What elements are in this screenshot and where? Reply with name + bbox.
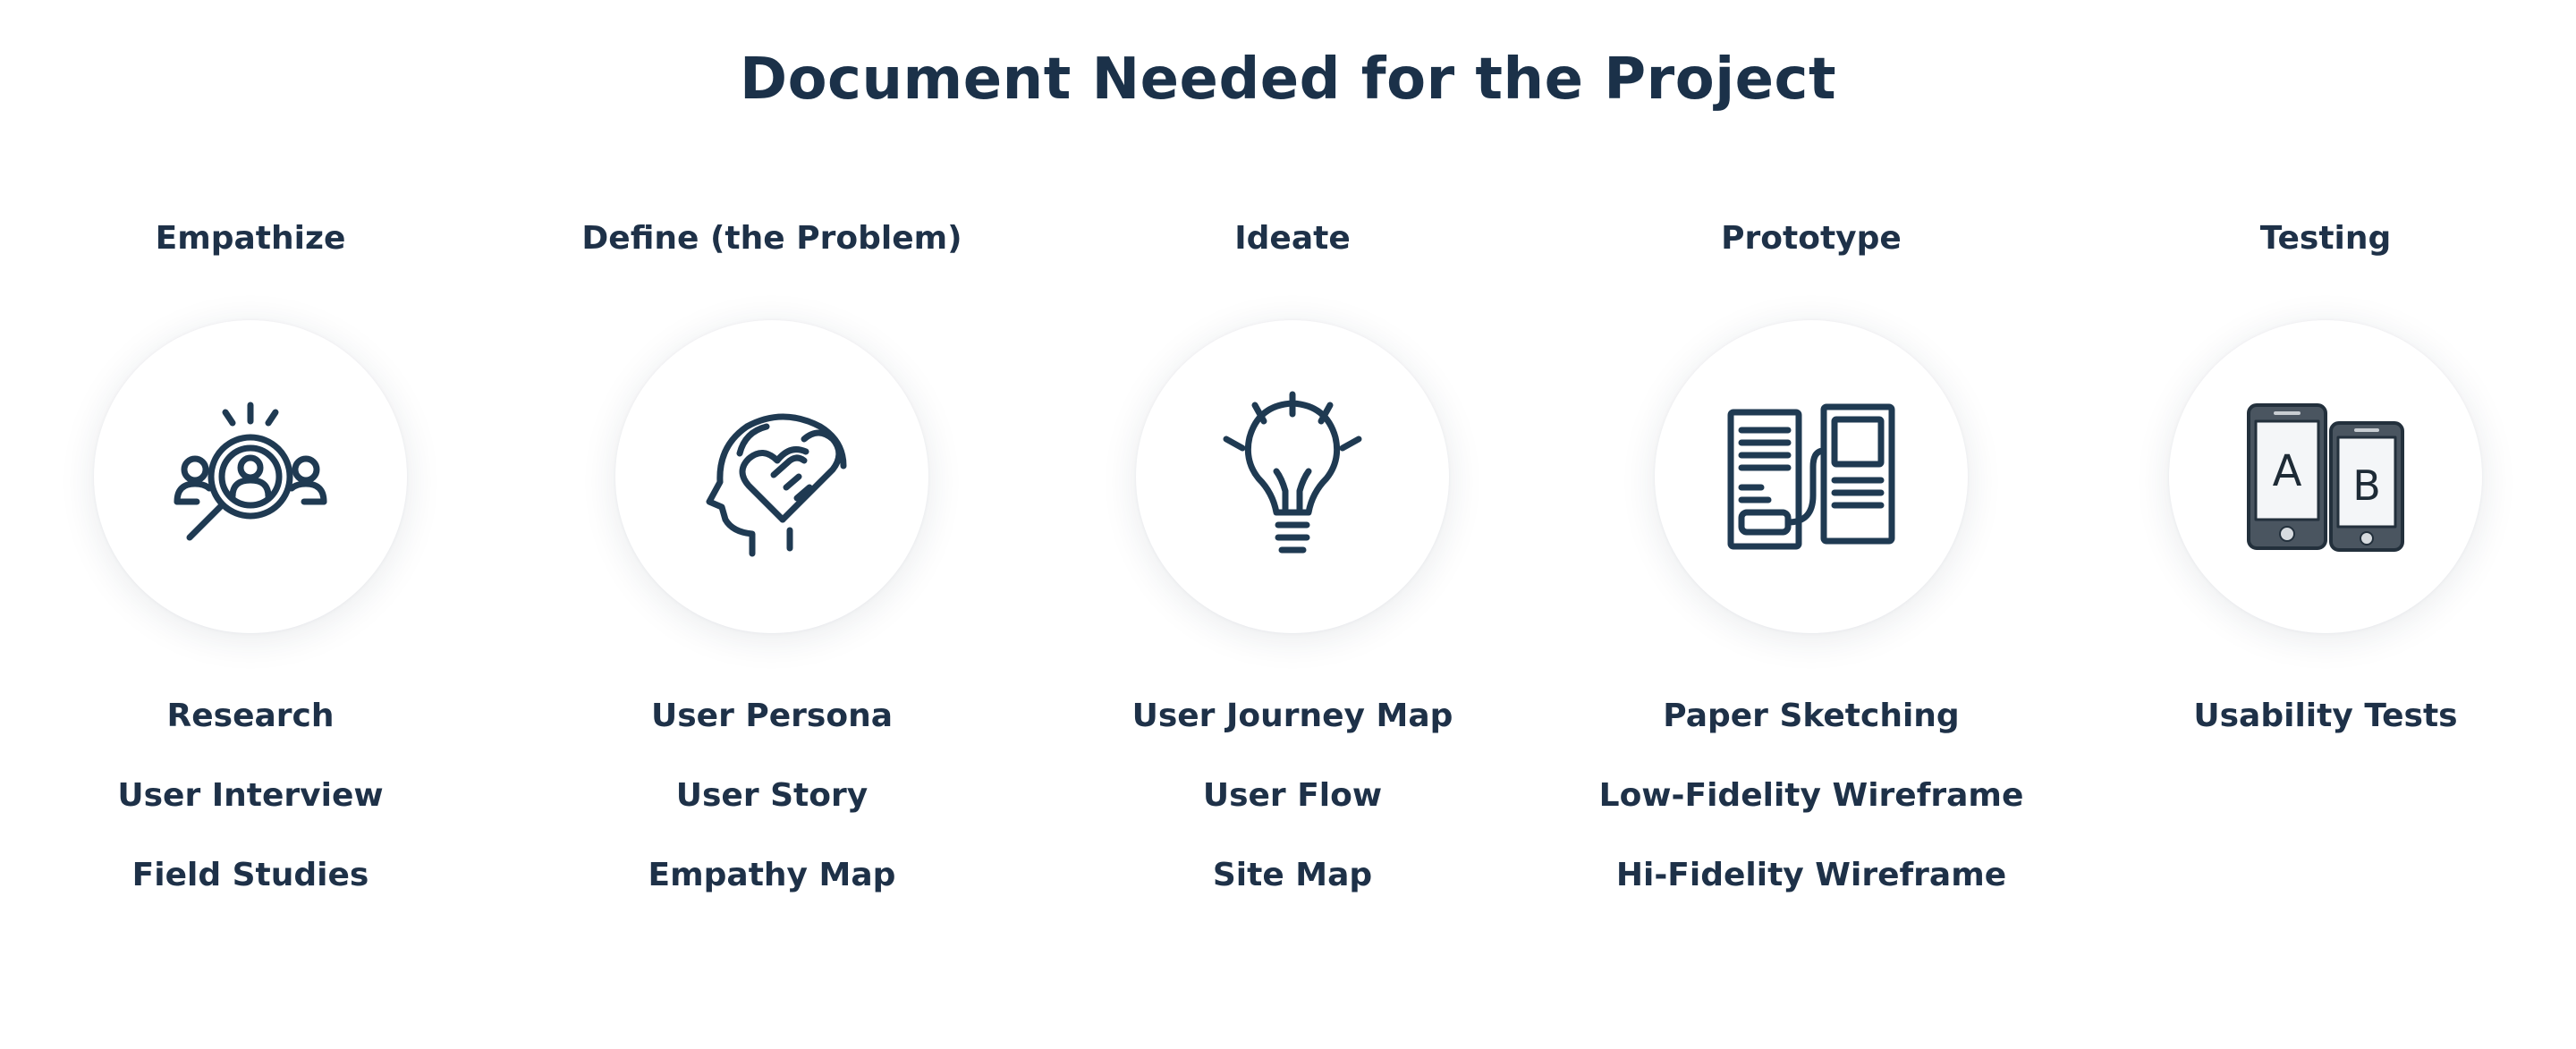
document-list: Usability Tests — [2075, 698, 2576, 777]
stage-prototype: Prototype Paper Sketching Low-Fidelity W… — [1561, 0, 2062, 1049]
icon-circle: B A — [2169, 320, 2482, 633]
document-item: Research — [166, 698, 335, 734]
stage-label: Prototype — [1721, 220, 1902, 257]
document-item: Empathy Map — [648, 857, 896, 893]
document-item: User Flow — [1202, 777, 1383, 814]
variant-b-letter: B — [2352, 461, 2381, 510]
variant-a-letter: A — [2273, 446, 2302, 496]
wireframe-pages-icon — [1727, 403, 1895, 550]
document-item: Usability Tests — [2193, 698, 2458, 734]
document-list: Research User Interview Field Studies — [0, 698, 501, 936]
icon-circle — [615, 320, 928, 633]
diagram-title: Document Needed for the Project — [739, 47, 1837, 113]
stage-empathize: Empathize Research User Interview Field … — [0, 0, 501, 1049]
stage-define: Define (the Problem) User Persona User S… — [521, 0, 1022, 1049]
document-list: User Persona User Story Empathy Map — [521, 698, 1022, 936]
stage-label: Ideate — [1234, 220, 1351, 257]
document-item: Low-Fidelity Wireframe — [1598, 777, 2024, 814]
icon-circle — [94, 320, 407, 633]
document-item: User Story — [675, 777, 869, 814]
document-item: User Persona — [651, 698, 893, 734]
stage-ideate: Ideate User Journey Map User Flow Site M… — [1042, 0, 1543, 1049]
document-item: Field Studies — [131, 857, 369, 893]
document-item: Site Map — [1212, 857, 1373, 893]
document-item: User Interview — [117, 777, 384, 814]
document-item: Paper Sketching — [1663, 698, 1960, 734]
document-item: User Journey Map — [1131, 698, 1453, 734]
head-heart-handshake-icon — [706, 413, 847, 557]
document-item: Hi-Fidelity Wireframe — [1615, 857, 2007, 893]
research-magnifier-icon — [174, 402, 327, 541]
icon-circle — [1655, 320, 1968, 633]
document-list: User Journey Map User Flow Site Map — [1042, 698, 1543, 936]
icon-circle — [1136, 320, 1449, 633]
stage-testing: Testing B A Usability Tests — [2075, 0, 2576, 1049]
document-list: Paper Sketching Low-Fidelity Wireframe H… — [1561, 698, 2062, 936]
ab-test-phones-icon: B A — [2247, 403, 2404, 552]
stage-label: Empathize — [155, 220, 346, 257]
lightbulb-icon — [1223, 391, 1362, 554]
stage-label: Define (the Problem) — [581, 220, 962, 257]
stage-label: Testing — [2259, 220, 2392, 257]
